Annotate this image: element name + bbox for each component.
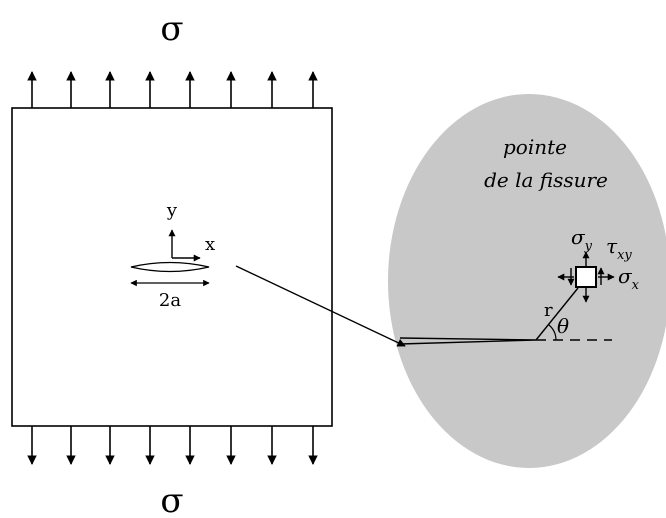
axis-label-x: x — [205, 234, 215, 255]
stress-label-bottom: σ — [160, 481, 183, 518]
zoom-arrow — [235, 265, 406, 347]
stress-element — [575, 266, 597, 288]
sigma-y-label: σy — [571, 225, 593, 254]
crack — [130, 261, 210, 273]
axis-label-y: y — [166, 200, 178, 221]
zone-title-line1: pointe — [503, 135, 567, 159]
stress-label-top: σ — [160, 9, 183, 49]
angle-label: θ — [557, 314, 569, 338]
top-traction-arrows — [27, 71, 318, 108]
radius-line — [535, 287, 579, 341]
sigma-x-label: σx — [618, 264, 640, 293]
radius-label: r — [544, 300, 553, 321]
stress-arrows — [557, 251, 615, 303]
tau-xy-label: τxy — [606, 234, 632, 263]
crack-tip-zone — [388, 94, 666, 468]
zone-title-line2: de la fissure — [484, 168, 608, 192]
coordinate-axes — [168, 229, 201, 262]
crack-length-label: 2a — [159, 290, 181, 311]
bottom-traction-arrows — [27, 426, 318, 465]
angle-arc — [548, 324, 557, 341]
